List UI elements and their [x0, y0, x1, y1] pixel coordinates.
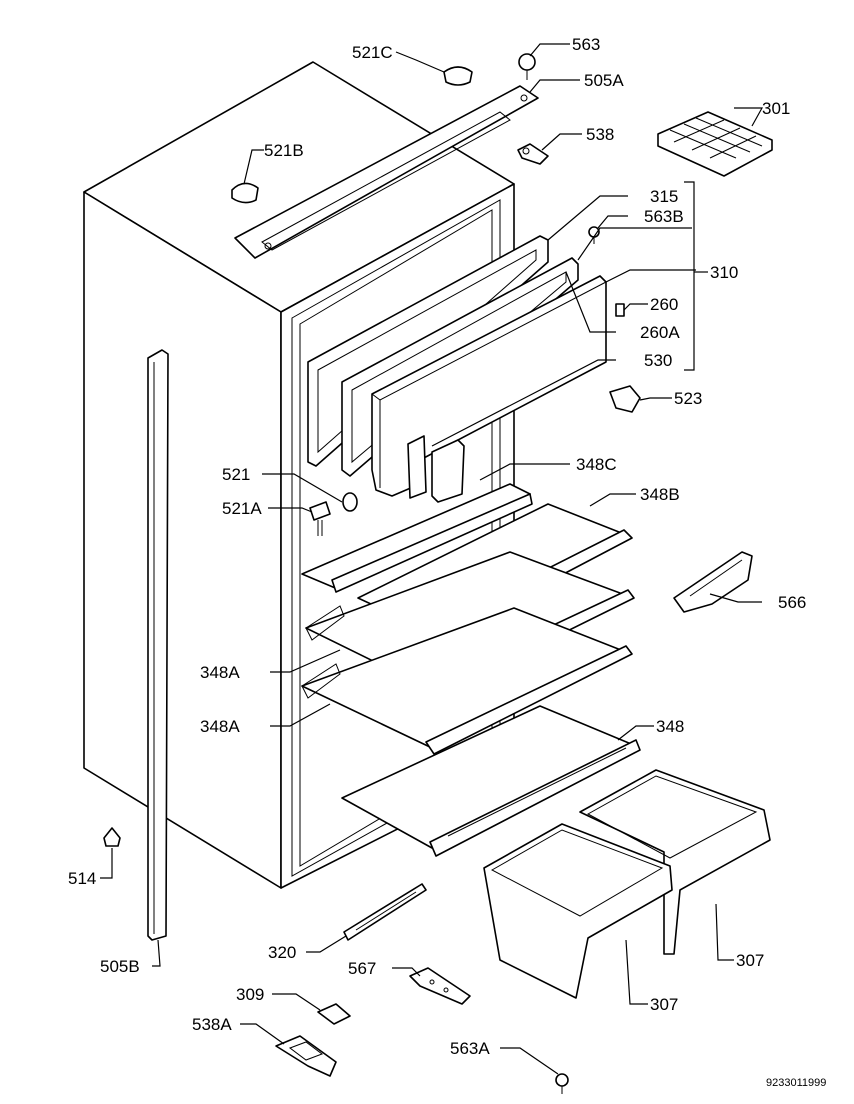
shelf-348-bottom: [341, 705, 641, 857]
label-514: 514: [68, 869, 96, 888]
label-521b: 521B: [264, 141, 304, 160]
lamp-holder-523: [609, 385, 641, 413]
label-505b: 505B: [100, 957, 140, 976]
label-348a-upper: 348A: [200, 663, 240, 682]
hinge-567: [409, 967, 471, 1005]
label-567: 567: [348, 959, 376, 978]
side-trim-505b: [147, 349, 169, 941]
catch-521: [342, 492, 358, 512]
foot-514: [103, 827, 121, 847]
ice-tray-301: [657, 111, 773, 177]
vent-grille-320: [343, 883, 427, 941]
shelf-348a-lower: [301, 607, 633, 755]
label-309: 309: [236, 985, 264, 1004]
screw-563a: [555, 1073, 569, 1094]
label-538a: 538A: [192, 1015, 232, 1034]
cap-521c: [443, 66, 473, 86]
handle-block: [431, 439, 465, 503]
label-563: 563: [572, 35, 600, 54]
hinge-538: [517, 143, 549, 165]
label-310: 310: [710, 263, 738, 282]
label-348: 348: [656, 717, 684, 736]
label-521c: 521C: [352, 43, 393, 62]
label-301: 301: [762, 99, 790, 118]
label-307-front: 307: [650, 995, 678, 1014]
label-348a-lower: 348A: [200, 717, 240, 736]
label-307-rear: 307: [736, 951, 764, 970]
label-320: 320: [268, 943, 296, 962]
label-348b: 348B: [640, 485, 680, 504]
label-260: 260: [650, 295, 678, 314]
callout-labels: 521C 563 505A 301 521B 538 315 563B 310 …: [68, 35, 806, 1058]
shelf-348c: [301, 483, 533, 593]
hinge-bracket: [407, 435, 427, 499]
clip-260: [615, 303, 625, 317]
bracket-310: [684, 181, 708, 371]
label-348c: 348C: [576, 455, 617, 474]
label-566: 566: [778, 593, 806, 612]
hinge-538a: [275, 1035, 337, 1077]
label-530: 530: [644, 351, 672, 370]
label-538: 538: [586, 125, 614, 144]
label-315: 315: [650, 187, 678, 206]
label-260a: 260A: [640, 323, 680, 342]
label-521: 521: [222, 465, 250, 484]
label-505a: 505A: [584, 71, 624, 90]
cap-521b: [231, 182, 259, 204]
clip-309: [317, 1003, 351, 1025]
label-521a: 521A: [222, 499, 262, 518]
screw-563: [518, 53, 536, 80]
screw-563b: [588, 226, 600, 244]
label-563b: 563B: [644, 207, 684, 226]
door-panel-530: [371, 275, 607, 497]
label-523: 523: [674, 389, 702, 408]
crisper-307-front: [483, 823, 673, 999]
label-563a: 563A: [450, 1039, 490, 1058]
top-rail-505a: [234, 85, 539, 259]
drawing-code: 9233011999: [766, 1077, 826, 1089]
leader-lines: [100, 43, 764, 1075]
catch-521a: [309, 501, 331, 536]
bottle-holder-566: [673, 551, 753, 613]
